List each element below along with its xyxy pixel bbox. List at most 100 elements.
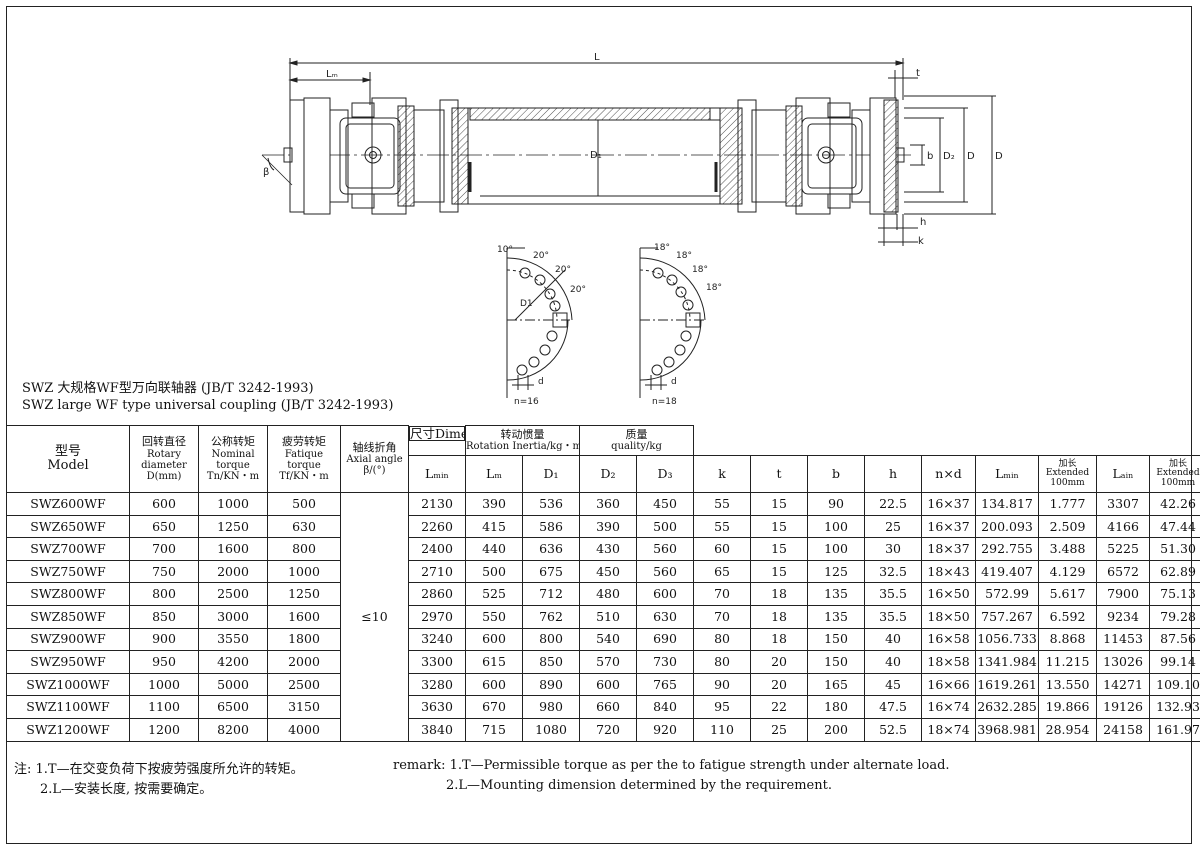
cell-b: 165 (807, 672, 866, 697)
cell-d2: 510 (579, 604, 638, 629)
cell-lm: 440 (465, 537, 523, 561)
cell-d: 800 (129, 582, 199, 606)
note-cn-2: 2.L—安装长度, 按需要确定。 (40, 782, 213, 797)
cell-b: 90 (807, 492, 866, 516)
cell-k: 55 (693, 514, 752, 539)
cell-i: 1619.261 (975, 672, 1040, 697)
cell-k: 90 (693, 672, 752, 697)
cell-tf: 630 (267, 514, 341, 539)
cell-d: 1200 (129, 717, 199, 742)
cell-i: 134.817 (975, 492, 1040, 516)
cell-i: 757.267 (975, 604, 1040, 629)
cell-d3: 500 (636, 514, 695, 539)
cell-lmin: 2860 (408, 582, 466, 606)
cell-d2: 390 (579, 514, 638, 539)
cell-h: 30 (864, 537, 923, 561)
cell-d1: 762 (521, 604, 581, 629)
coupling-drawing: L Lₘ t D₁ D₂ D D b h k β D1 10° 20° 20° … (261, 52, 1003, 407)
cell-k: 95 (693, 695, 752, 719)
cell-iext: 5.617 (1038, 582, 1098, 606)
label-t: t (916, 68, 920, 79)
cell-model: SWZ700WF (6, 537, 130, 561)
cell-mext: 51.30 (1149, 537, 1200, 561)
cell-d3: 600 (636, 582, 695, 606)
cell-d2: 430 (579, 537, 638, 561)
label-D3: D (967, 151, 975, 162)
cell-t: 20 (750, 672, 809, 697)
note-en-1: remark: 1.T—Permissible torque as per th… (393, 758, 950, 773)
cell-lmin: 2400 (408, 537, 466, 561)
cell-d2: 720 (579, 717, 638, 742)
header-inertia-lmin: Lₘᵢₙ (975, 455, 1040, 493)
cell-k: 110 (693, 717, 752, 742)
cell-k: 80 (693, 650, 752, 674)
cell-tn: 1250 (198, 514, 268, 539)
cell-nd: 16×74 (921, 695, 977, 719)
cell-d1: 675 (521, 559, 581, 584)
cell-t: 15 (750, 537, 809, 561)
cell-nd: 18×43 (921, 559, 977, 584)
cell-i: 1341.984 (975, 650, 1040, 674)
cell-tf: 1250 (267, 582, 341, 606)
cell-d: 750 (129, 559, 199, 584)
caption-n18: n=18 (652, 397, 677, 407)
cell-lm: 550 (465, 604, 523, 629)
header-lmin: Lₘᵢₙ (408, 455, 466, 493)
label-h: h (920, 217, 926, 228)
cell-iext: 3.488 (1038, 537, 1098, 561)
cell-b: 200 (807, 717, 866, 742)
cell-k: 55 (693, 492, 752, 516)
cell-tf: 1800 (267, 627, 341, 652)
header-mass: 质量 quality/kg (579, 425, 695, 456)
cell-m: 9234 (1096, 604, 1151, 629)
cell-t: 18 (750, 582, 809, 606)
cell-h: 45 (864, 672, 923, 697)
angle-16-b: 20° (533, 251, 549, 261)
cell-d1: 712 (521, 582, 581, 606)
cell-mext: 99.14 (1149, 650, 1200, 674)
cell-t: 18 (750, 604, 809, 629)
cell-lmin: 2130 (408, 492, 466, 516)
cell-h: 25 (864, 514, 923, 539)
cell-model: SWZ850WF (6, 604, 130, 629)
cell-tn: 6500 (198, 695, 268, 719)
cell-nd: 16×37 (921, 492, 977, 516)
cell-iext: 8.868 (1038, 627, 1098, 652)
cell-t: 22 (750, 695, 809, 719)
cell-m: 14271 (1096, 672, 1151, 697)
header-d1: D₁ (521, 455, 581, 493)
cell-tf: 4000 (267, 717, 341, 742)
angle-18-b: 18° (676, 251, 692, 261)
header-d3: D₃ (636, 455, 695, 493)
cell-i: 419.407 (975, 559, 1040, 584)
cell-i: 292.755 (975, 537, 1040, 561)
cell-b: 150 (807, 650, 866, 674)
label-d-16: d (538, 377, 544, 387)
cell-model: SWZ600WF (6, 492, 130, 516)
cell-d2: 360 (579, 492, 638, 516)
cell-d3: 630 (636, 604, 695, 629)
label-D1-detail: D1 (520, 299, 533, 309)
angle-16-a: 10° (497, 245, 513, 255)
label-b: b (927, 151, 933, 162)
cell-mext: 75.13 (1149, 582, 1200, 606)
cell-model: SWZ1100WF (6, 695, 130, 719)
cell-axial-angle: ≤10 (340, 492, 409, 742)
cell-h: 52.5 (864, 717, 923, 742)
header-dimensions: 尺寸Dimensions/mm (409, 425, 465, 442)
cell-iext: 11.215 (1038, 650, 1098, 674)
cell-k: 70 (693, 582, 752, 606)
cell-tf: 2000 (267, 650, 341, 674)
cell-k: 60 (693, 537, 752, 561)
cell-iext: 19.866 (1038, 695, 1098, 719)
cell-b: 135 (807, 604, 866, 629)
header-k: k (693, 455, 752, 493)
header-b: b (807, 455, 866, 493)
cell-b: 150 (807, 627, 866, 652)
cell-tn: 2500 (198, 582, 268, 606)
cell-model: SWZ650WF (6, 514, 130, 539)
cell-nd: 18×50 (921, 604, 977, 629)
